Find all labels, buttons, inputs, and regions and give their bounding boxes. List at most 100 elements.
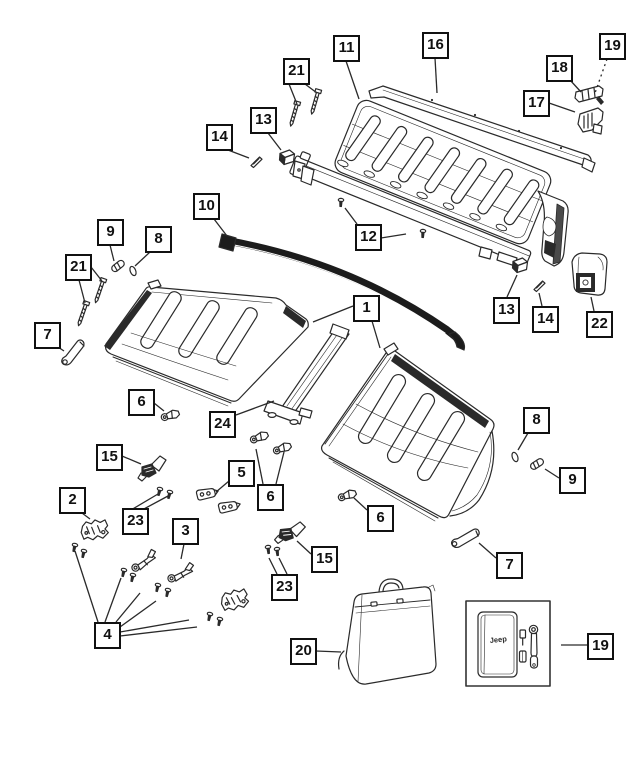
corner-bracket-22 (571, 252, 608, 296)
leader-line-6 (153, 402, 165, 412)
leader-line-4 (119, 600, 157, 628)
leader-line-4 (104, 577, 122, 623)
callout-20[interactable]: 20 (290, 638, 317, 665)
leader-line-9 (109, 244, 115, 262)
callout-18[interactable]: 18 (546, 55, 573, 82)
callout-6-left[interactable]: 6 (128, 389, 155, 416)
leader-line-10 (213, 218, 228, 237)
rear-trim-strip (368, 85, 596, 173)
callout-23-left[interactable]: 23 (122, 508, 149, 535)
leader-line-24 (235, 400, 275, 416)
leader-line-22 (590, 296, 595, 312)
bracket-rear (218, 586, 251, 613)
leader-line-2 (81, 512, 91, 520)
bracket-2 (79, 518, 110, 542)
leader-line-4 (74, 550, 99, 623)
callout-23-right[interactable]: 23 (271, 574, 298, 601)
callout-8-left[interactable]: 8 (145, 226, 172, 253)
leader-line-19 (594, 58, 608, 94)
leader-line-14 (538, 292, 543, 307)
callout-9-left[interactable]: 9 (97, 219, 124, 246)
callout-12[interactable]: 12 (355, 224, 382, 251)
callout-1[interactable]: 1 (353, 295, 380, 322)
callout-5[interactable]: 5 (228, 460, 255, 487)
left-front-panel (104, 279, 309, 407)
callout-24[interactable]: 24 (209, 411, 236, 438)
hardtop-storage-bag (337, 578, 437, 685)
leader-line-21 (78, 279, 86, 304)
leader-line-23 (278, 557, 288, 575)
leader-line-23 (268, 557, 278, 575)
callout-2[interactable]: 2 (59, 487, 86, 514)
callout-22[interactable]: 22 (586, 311, 613, 338)
leader-line-17 (548, 102, 576, 113)
callout-7-left[interactable]: 7 (34, 322, 61, 349)
leader-line-3 (180, 543, 185, 560)
callout-19-bottom[interactable]: 19 (587, 633, 614, 660)
callout-3[interactable]: 3 (172, 518, 199, 545)
callout-13-top[interactable]: 13 (250, 107, 277, 134)
callout-14-top[interactable]: 14 (206, 124, 233, 151)
callout-6-center[interactable]: 6 (257, 484, 284, 511)
callout-19-top[interactable]: 19 (599, 33, 626, 60)
leader-line-16 (434, 57, 438, 94)
callout-16[interactable]: 16 (422, 32, 449, 59)
header-seal (218, 233, 466, 351)
hardtop-rear-panel (289, 99, 569, 267)
leader-line-8 (134, 251, 151, 267)
leader-line-1 (312, 305, 354, 323)
right-front-panel (320, 342, 495, 522)
bracket-18 (574, 85, 604, 105)
leader-line-23 (141, 495, 169, 511)
callout-6-right[interactable]: 6 (367, 505, 394, 532)
leader-line-1 (371, 320, 381, 349)
leader-line-21 (304, 83, 318, 94)
roof-ribs (345, 115, 540, 226)
callout-11[interactable]: 11 (333, 35, 360, 62)
callout-9-right[interactable]: 9 (559, 467, 586, 494)
callout-7-right[interactable]: 7 (496, 552, 523, 579)
tool-kit-brand-label: Jeep (489, 634, 507, 645)
leader-line-15 (121, 455, 142, 465)
leader-line-23 (130, 493, 159, 511)
socket-bit (519, 629, 527, 639)
bracket-17 (577, 107, 604, 135)
callout-15-left[interactable]: 15 (96, 444, 123, 471)
bracket-3 (130, 548, 195, 585)
leader-line-4 (119, 626, 198, 637)
leader-line-12 (380, 233, 407, 239)
leader-line-11 (345, 60, 360, 100)
leader-line-4 (115, 592, 141, 623)
leader-line-21 (90, 266, 103, 282)
callout-13-right[interactable]: 13 (493, 297, 520, 324)
rear-corner-pillar (537, 190, 569, 267)
callout-4[interactable]: 4 (94, 622, 121, 649)
leader-line-4 (119, 619, 190, 633)
leader-line-9 (544, 468, 560, 479)
leader-line-8 (517, 432, 529, 451)
callout-10[interactable]: 10 (193, 193, 220, 220)
leader-line-14 (227, 149, 250, 159)
leader-line-6 (255, 448, 264, 485)
leader-line-6 (275, 451, 285, 485)
ratchet-wrench (528, 624, 539, 669)
leader-line-15 (296, 540, 312, 555)
callout-8-right[interactable]: 8 (523, 407, 550, 434)
leader-line-13 (506, 274, 518, 298)
leader-line-18 (569, 79, 582, 93)
leader-line-20 (315, 650, 342, 653)
leader-line-5 (215, 480, 230, 493)
tool-kit: Jeep (465, 600, 551, 687)
callout-21-left[interactable]: 21 (65, 254, 92, 281)
center-side-rail (263, 323, 350, 426)
leader-line-6 (353, 497, 368, 511)
callout-17[interactable]: 17 (523, 90, 550, 117)
leader-line-7 (478, 542, 497, 559)
callout-14-right[interactable]: 14 (532, 306, 559, 333)
leader-line-21 (288, 83, 298, 105)
callout-15-right[interactable]: 15 (311, 546, 338, 573)
callout-21-top[interactable]: 21 (283, 58, 310, 85)
leader-line-12 (344, 207, 358, 225)
